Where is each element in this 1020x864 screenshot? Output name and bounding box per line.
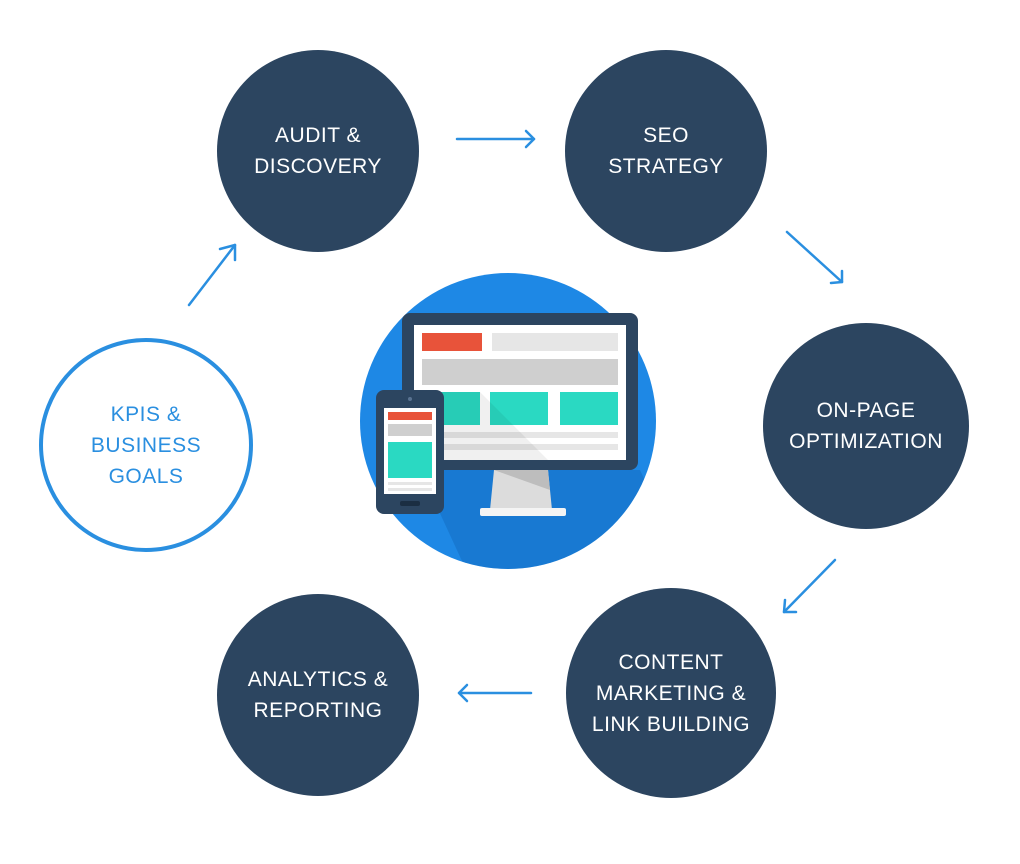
step-label-line: OPTIMIZATION [789, 430, 943, 453]
step-label-line: REPORTING [253, 699, 383, 722]
step-label-line: KPIS & [110, 402, 182, 426]
step-content-marketing: CONTENT MARKETING & LINK BUILDING [566, 588, 776, 798]
step-label-line: CONTENT [618, 650, 724, 674]
desktop-monitor-icon [402, 313, 638, 516]
step-label-line: DISCOVERY [254, 155, 382, 178]
smartphone-icon [376, 390, 444, 514]
center-illustration [360, 273, 656, 569]
step-label-line: SEO [643, 124, 689, 147]
arrow-audit-to-seo [455, 129, 536, 149]
step-on-page-optimization: ON-PAGE OPTIMIZATION [763, 323, 969, 529]
step-analytics-reporting: ANALYTICS & REPORTING [217, 594, 419, 796]
step-label-line: STRATEGY [608, 155, 724, 178]
step-label-line: LINK BUILDING [591, 712, 751, 736]
step-label-line: GOALS [108, 464, 184, 488]
arrow-seo-to-onpage [785, 230, 844, 285]
step-seo-strategy: SEO STRATEGY [565, 50, 767, 252]
step-label-line: ANALYTICS & [247, 668, 389, 691]
step-label-line: ON-PAGE [816, 399, 916, 422]
step-kpis-business-goals: KPIS & BUSINESS GOALS [39, 338, 253, 552]
step-label-line: BUSINESS [90, 433, 202, 457]
arrow-onpage-to-content [782, 558, 837, 614]
arrow-content-to-analytics [457, 683, 533, 703]
arrow-kpis-to-audit [187, 243, 237, 307]
step-label-line: MARKETING & [595, 681, 747, 705]
step-label-line: AUDIT & [275, 124, 361, 147]
long-shadow [420, 470, 656, 569]
step-audit-discovery: AUDIT & DISCOVERY [217, 50, 419, 252]
